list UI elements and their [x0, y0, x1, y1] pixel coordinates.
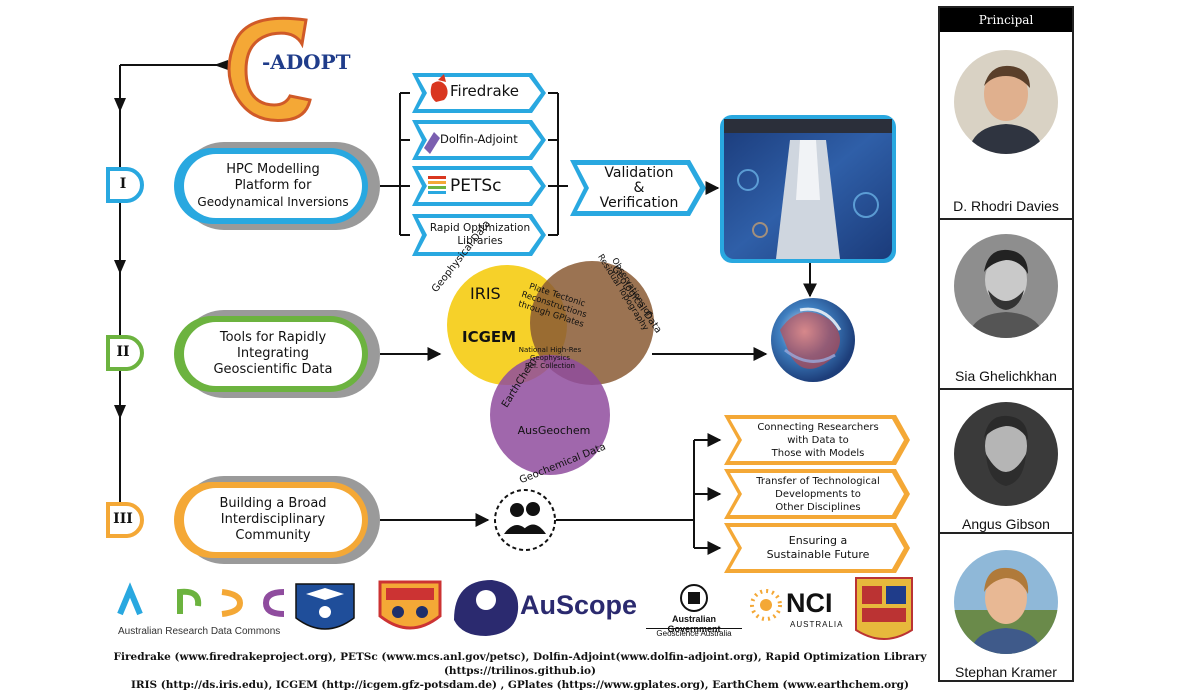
pi-name-ghelichkhan: Sia Ghelichkhan — [955, 368, 1057, 384]
sydney-crest-logo — [378, 580, 442, 630]
nci-dots-logo — [750, 589, 782, 621]
outcome-three-label: Ensuring a Sustainable Future — [738, 534, 898, 562]
venn-natl-line3: Ref. Collection — [525, 362, 575, 370]
pi-card-kramer: Stephan Kramer — [940, 532, 1072, 682]
references-line2: IRIS (http://ds.iris.edu), ICGEM (http:/… — [131, 679, 909, 691]
roman-numeral-two: II — [116, 344, 130, 360]
pi-photo-gibson — [954, 402, 1058, 506]
pi-card-davies: D. Rhodri Davies — [940, 32, 1072, 218]
mantle-globe-image — [771, 298, 855, 382]
auscope-mark — [454, 580, 519, 636]
pi-header: Principal Investigators — [940, 8, 1072, 51]
venn-icgem: ICGEM — [462, 328, 517, 346]
pillar-three-shape — [174, 476, 380, 564]
venn-diagram — [447, 261, 654, 475]
roman-badge-three — [106, 502, 144, 538]
left-spine — [114, 60, 228, 527]
outcome-two-label: Transfer of Technological Developments t… — [738, 475, 898, 514]
pi-photo-ghelichkhan — [954, 234, 1058, 338]
auscope-wordmark: AuScope — [520, 590, 638, 620]
pi-photo-davies — [954, 50, 1058, 154]
community-icon — [494, 489, 556, 551]
outcome-two-line2: Developments to — [775, 489, 861, 500]
pi-name-davies: D. Rhodri Davies — [953, 198, 1059, 214]
outcome-two-line3: Other Disciplines — [775, 502, 861, 513]
gadopt-logo-text: -ADOPT — [262, 50, 351, 74]
validation-line1: Validation — [604, 165, 674, 181]
pillar-one-shape — [174, 142, 380, 230]
references-line1: Firedrake (www.firedrakeproject.org), PE… — [113, 651, 927, 677]
venn-natl-line2: Geophysics — [529, 354, 571, 362]
tool-firedrake-label: Firedrake — [450, 82, 520, 100]
pillar-two-line2: Integrating — [237, 346, 309, 361]
gadopt-logo — [227, 16, 336, 122]
tool-petsc-label: PETSc — [450, 176, 502, 196]
gov-line1: Australian Government — [667, 614, 721, 634]
ardc-caption: Australian Research Data Commons — [118, 626, 281, 637]
validation-line3: Verification — [599, 195, 679, 211]
datacenter-image — [720, 115, 896, 263]
tool-dolfin-label: Dolfin-Adjoint — [440, 132, 518, 146]
validation-box-shape — [570, 160, 720, 216]
pillar-two-line1: Tools for Rapidly — [219, 330, 327, 345]
pillar-two-label: Tools for Rapidly Integrating Geoscienti… — [184, 330, 362, 378]
outcome-bracket — [693, 433, 722, 555]
outcome-one-label: Connecting Researchers with Data to Thos… — [738, 421, 898, 460]
pi-photo-kramer — [954, 550, 1058, 654]
tool-rol-line1: Rapid Optimization — [429, 222, 531, 234]
tool-box-dolfin — [412, 120, 546, 160]
pi-name-kramer: Stephan Kramer — [955, 664, 1057, 680]
outcome-box-three — [724, 523, 910, 573]
venn-national: National High-Res Geophysics Ref. Collec… — [508, 346, 592, 370]
venn-ausgeochem: AusGeochem — [517, 424, 591, 437]
pillar-three-line3: Community — [235, 528, 311, 543]
venn-natl-line1: National High-Res — [518, 346, 582, 354]
outcome-two-line1: Transfer of Technological — [756, 476, 880, 487]
anu-crest-logo — [295, 583, 355, 630]
petsc-icon — [428, 176, 446, 194]
tool-rol-line2: Libraries — [457, 235, 503, 247]
pi-card-ghelichkhan: Sia Ghelichkhan — [940, 218, 1072, 390]
roman-badge-one — [106, 167, 144, 203]
principal-investigators-panel: Principal Investigators D. Rhodri Davies… — [938, 6, 1074, 682]
ardc-logo — [117, 582, 285, 617]
gov-crest-logo — [680, 584, 708, 612]
tool-box-firedrake — [412, 73, 546, 113]
dolfin-icon — [424, 132, 440, 154]
outcome-three-line2: Sustainable Future — [766, 548, 870, 561]
nci-sub: AUSTRALIA — [790, 620, 844, 629]
pi-card-gibson: Angus Gibson — [940, 388, 1072, 534]
roman-numeral-one: I — [119, 176, 127, 192]
gov-line2: Geoscience Australia — [646, 628, 742, 638]
tools-bracket — [380, 92, 568, 236]
venn-iris: IRIS — [470, 284, 501, 303]
outcome-one-line3: Those with Models — [771, 448, 865, 459]
tool-rol-label: Rapid Optimization Libraries — [420, 222, 540, 248]
royal-crest-logo — [855, 577, 913, 640]
outcome-box-one — [724, 415, 910, 465]
pillar-one-line1: HPC Modelling — [226, 162, 320, 177]
pillar-one-line2: Platform for — [234, 178, 312, 193]
tool-box-rol — [412, 214, 546, 256]
firedrake-icon — [430, 74, 448, 102]
validation-line2: & — [633, 180, 645, 196]
outcome-box-two — [724, 469, 910, 519]
pillar-one-label: HPC Modelling Platform for Geodynamical … — [184, 162, 362, 210]
pi-name-gibson: Angus Gibson — [962, 516, 1050, 532]
nci-wordmark: NCI — [786, 588, 833, 618]
pillar-three-line2: Interdisciplinary — [220, 512, 326, 527]
pillar-three-line1: Building a Broad — [219, 496, 327, 511]
pillar-two-line3: Geoscientific Data — [213, 362, 333, 377]
outcome-one-line2: with Data to — [787, 435, 849, 446]
pillar-one-line3: Geodynamical Inversions — [197, 195, 349, 209]
roman-numeral-three: III — [113, 511, 133, 527]
outcome-one-line1: Connecting Researchers — [757, 422, 879, 433]
validation-label: Validation & Verification — [584, 166, 694, 211]
pillar-three-label: Building a Broad Interdisciplinary Commu… — [184, 496, 362, 544]
pillar-two-shape — [174, 310, 380, 398]
roman-badge-two — [106, 335, 144, 371]
outcome-three-line1: Ensuring a — [788, 534, 848, 547]
